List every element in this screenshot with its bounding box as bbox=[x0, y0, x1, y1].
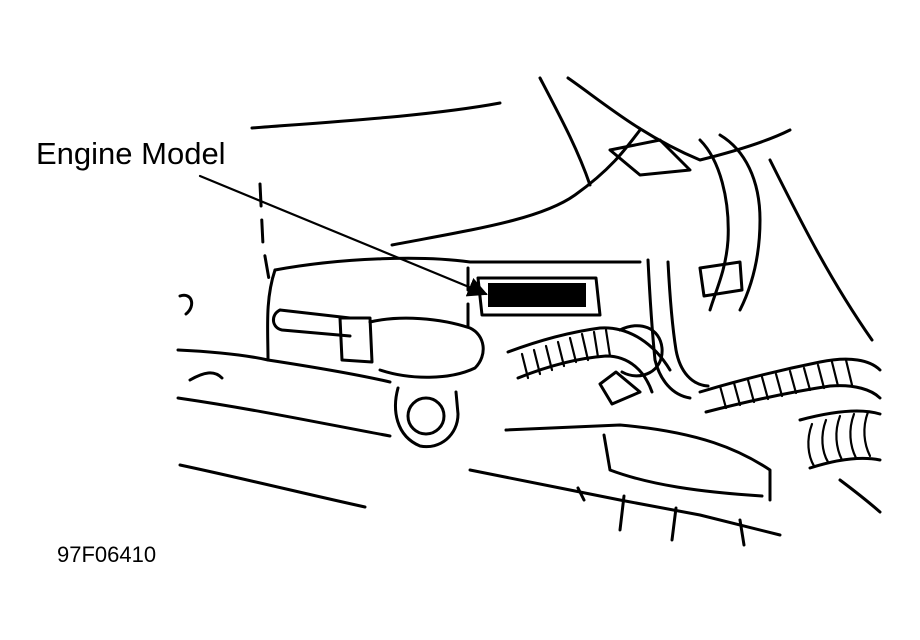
engine-model-plate bbox=[488, 283, 586, 307]
engine-model-label: Engine Model bbox=[36, 136, 226, 171]
center-clip bbox=[598, 370, 642, 406]
harness-right-top bbox=[698, 357, 882, 394]
mount-bracket bbox=[394, 386, 460, 449]
vertical-pipe-left bbox=[646, 258, 692, 400]
upper-housing-lip bbox=[608, 138, 692, 177]
engine-block-left bbox=[266, 268, 277, 362]
lower-frame-line bbox=[178, 463, 367, 509]
harness-right-ribs bbox=[718, 358, 854, 410]
plate-mount bbox=[476, 276, 602, 317]
block-dashed-edge bbox=[258, 182, 272, 287]
lower-housing-base bbox=[468, 468, 782, 537]
pipe-clamp bbox=[698, 260, 744, 298]
upper-pipe-2 bbox=[718, 133, 762, 312]
upper-housing-outline bbox=[538, 76, 592, 187]
lower-rib-2 bbox=[618, 494, 626, 532]
harness-coil-ribs bbox=[807, 410, 872, 468]
lower-rib-4 bbox=[738, 518, 746, 547]
housing-sweep bbox=[390, 128, 642, 247]
lower-frame-line-2 bbox=[176, 396, 392, 438]
engine-block-edge bbox=[176, 348, 392, 384]
hood-outline bbox=[250, 101, 502, 130]
engine-block-top bbox=[273, 256, 642, 272]
harness-coil-top bbox=[798, 409, 882, 422]
vertical-pipe-right bbox=[666, 260, 710, 388]
upper-pipe bbox=[698, 138, 730, 312]
lower-rib-3 bbox=[670, 506, 678, 542]
right-body-curve bbox=[768, 158, 874, 342]
connector-body bbox=[368, 316, 485, 379]
rod-fitting bbox=[272, 308, 352, 338]
harness-right-bottom bbox=[704, 384, 882, 414]
center-fitting bbox=[618, 324, 664, 378]
right-lower-curve bbox=[838, 478, 882, 514]
lower-rib-1 bbox=[576, 486, 586, 502]
callout-arrow bbox=[198, 174, 488, 297]
harness-coil-bottom bbox=[808, 456, 882, 470]
harness-left-ribs bbox=[520, 328, 612, 380]
harness-left-top bbox=[506, 326, 672, 372]
left-notch bbox=[188, 371, 224, 382]
mount-bolt bbox=[406, 396, 446, 436]
lower-housing-panel bbox=[602, 433, 764, 498]
lower-housing bbox=[504, 423, 772, 502]
upper-housing-right bbox=[566, 76, 792, 162]
figure-code: 97F06410 bbox=[57, 542, 157, 567]
connector-block bbox=[338, 316, 374, 364]
left-hook bbox=[178, 293, 194, 316]
